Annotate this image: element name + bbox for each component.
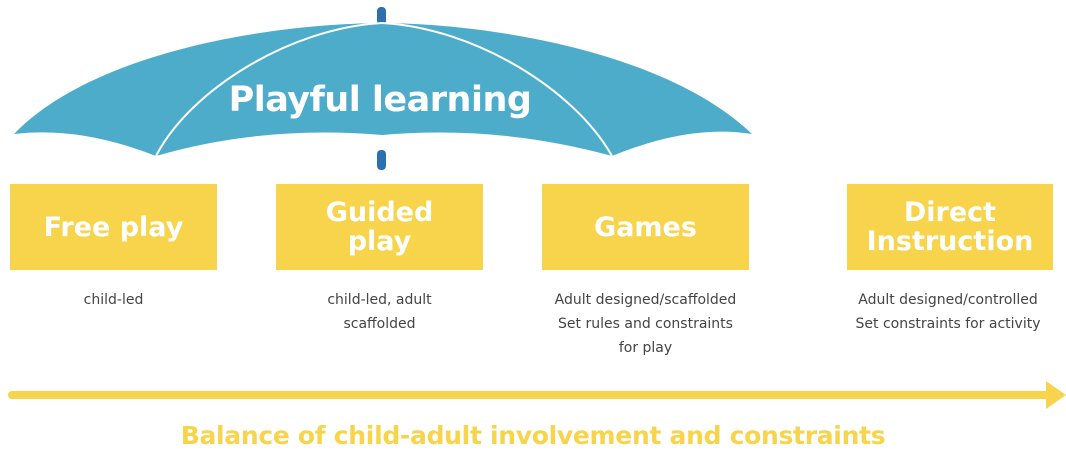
category-title-line: Guided: [325, 197, 434, 228]
arrow-head: [1046, 381, 1066, 409]
category-description-guided-play: child-led, adult scaffolded: [276, 288, 483, 336]
description-line: child-led, adult: [327, 292, 432, 308]
category-box-direct-instruction: Direct Instruction: [847, 184, 1053, 270]
category-description-games: Adult designed/scaffolded Set rules and …: [527, 288, 764, 360]
category-description-direct-instruction: Adult designed/controlled Set constraint…: [830, 288, 1066, 336]
category-description-free-play: child-led: [10, 288, 217, 312]
category-title: Games: [594, 211, 697, 243]
description-line: child-led: [83, 292, 144, 308]
axis-caption: Balance of child-adult involvement and c…: [180, 421, 886, 450]
umbrella-rib-left: [155, 22, 383, 157]
description-line: Adult designed/scaffolded: [554, 292, 737, 308]
category-title: Guided play: [326, 198, 434, 256]
umbrella-title: Playful learning: [228, 80, 532, 120]
category-title: Direct Instruction: [867, 198, 1034, 256]
category-box-guided-play: Guided play: [276, 184, 483, 270]
description-line: scaffolded: [343, 316, 416, 332]
category-title-line: Instruction: [866, 226, 1034, 257]
description-line: Set constraints for activity: [855, 316, 1041, 332]
description-line: Adult designed/controlled: [858, 292, 1038, 308]
umbrella-canopy: [14, 23, 752, 156]
category-title-line: play: [347, 226, 412, 257]
description-line: for play: [618, 340, 673, 356]
umbrella-handle: [377, 150, 386, 170]
description-line: Set rules and constraints: [558, 316, 733, 332]
category-box-games: Games: [542, 184, 749, 270]
umbrella-tip: [377, 7, 386, 25]
umbrella-rib-right: [381, 22, 613, 157]
category-title: Free play: [43, 211, 184, 243]
category-box-free-play: Free play: [10, 184, 217, 270]
category-title-line: Direct: [903, 197, 997, 228]
